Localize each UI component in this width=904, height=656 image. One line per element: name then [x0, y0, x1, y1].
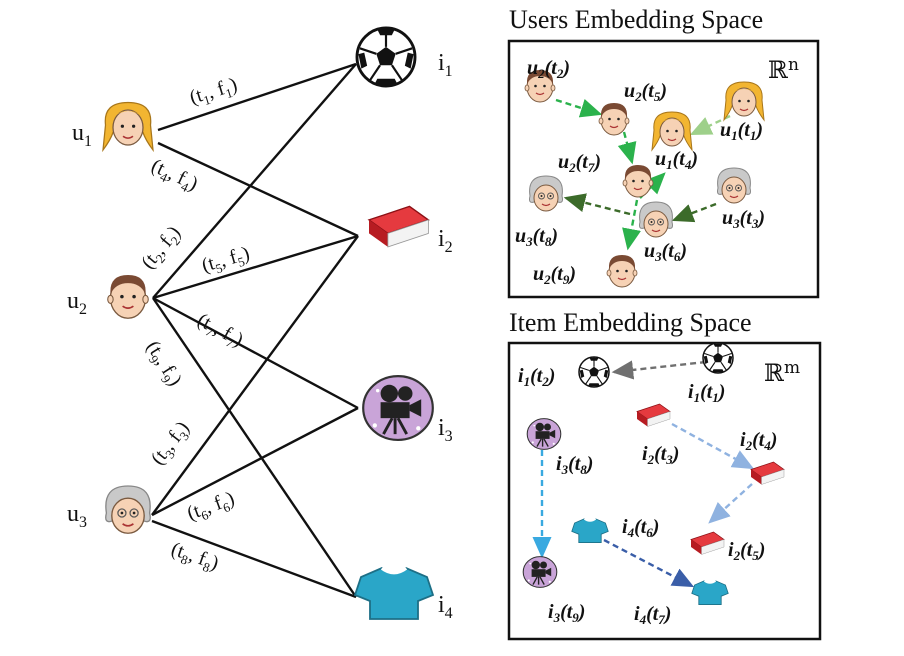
item-space-title: Item Embedding Space — [509, 308, 752, 337]
emb-i3-t9-film-icon — [522, 555, 558, 589]
label-i2-t5: i2(t5) — [728, 539, 765, 563]
edge-u3-i2 — [151, 235, 359, 516]
item-i1-soccer-ball-icon — [355, 26, 417, 88]
item-i3-label: i3 — [438, 415, 453, 445]
emb-i3-t8-film-icon — [526, 417, 562, 451]
users-space-labels: u2(t2) u2(t5) u1(t1) u2(t7) u1(t4) u3(t3… — [515, 57, 765, 287]
emb-i1-t2-ball-icon — [578, 356, 610, 388]
edge-u2-i1 — [152, 63, 357, 299]
label-i2-t4: i2(t4) — [740, 429, 777, 453]
label-u3-t6: u3(t6) — [644, 240, 687, 264]
users-space-dim: ℝn — [768, 55, 799, 84]
edge-label-t3-f3: (t3, f3) — [147, 417, 197, 471]
edge-label-t4-f4: (t4, f4) — [147, 155, 202, 198]
item-space-dim: ℝm — [764, 358, 800, 387]
user-u2-avatar — [106, 274, 150, 320]
item-space-labels: i1(t2) i1(t1) i2(t4) i3(t8) i2(t3) i4(t6… — [518, 365, 777, 627]
user-u3-label: u3 — [67, 501, 87, 531]
item-i4-label: i4 — [438, 592, 453, 622]
users-space-box — [507, 39, 820, 299]
user-u1-avatar — [102, 101, 154, 151]
user-u1-label: u1 — [72, 120, 92, 150]
edge-label-t5-f5: (t5, f5) — [199, 242, 253, 279]
label-u3-t3: u3(t3) — [722, 207, 765, 231]
user-u2-label: u2 — [67, 288, 87, 318]
label-u2-t2: u2(t2) — [527, 57, 570, 81]
label-i3-t9: i3(t9) — [548, 601, 585, 625]
item-i2-label: i2 — [438, 226, 453, 256]
edge-labels: (t1, f1) (t4, f4) (t2, f2) (t5, f5) (t7,… — [137, 74, 253, 578]
label-u1-t1: u1(t1) — [720, 119, 763, 143]
item-space-arrows — [532, 360, 755, 588]
edge-u1-i2 — [157, 141, 359, 238]
edge-u2-i3 — [152, 296, 359, 410]
item-i4-shirt-icon — [353, 566, 435, 621]
item-i1-label: i1 — [438, 50, 453, 80]
label-i1-t2: i1(t2) — [518, 365, 555, 389]
label-i3-t8: i3(t8) — [556, 453, 593, 477]
item-i2-book-icon — [368, 205, 430, 248]
edge-label-t7-f7: (t7, f7) — [192, 309, 247, 354]
label-i4-t6: i4(t6) — [622, 516, 659, 540]
edge-u2-i2 — [152, 234, 359, 300]
edge-label-t9-f9: (t9, f9) — [139, 337, 186, 391]
label-u3-t8: u3(t8) — [515, 225, 558, 249]
label-u2-t7: u2(t7) — [558, 151, 601, 175]
edge-u3-i3 — [151, 406, 359, 517]
label-i2-t3: i2(t3) — [642, 443, 679, 467]
label-i1-t1: i1(t1) — [688, 381, 725, 405]
bipartite-edges — [151, 62, 359, 599]
label-i4-t7: i4(t7) — [634, 603, 671, 627]
label-u2-t9: u2(t9) — [533, 263, 576, 287]
label-u2-t5: u2(t5) — [624, 80, 667, 104]
item-i3-film-camera-icon — [361, 374, 435, 442]
item-space-box — [507, 341, 822, 641]
label-u1-t4: u1(t4) — [655, 148, 698, 172]
emb-i1-t1-ball-icon — [702, 342, 734, 374]
edge-u2-i4 — [152, 297, 357, 598]
users-space-title: Users Embedding Space — [509, 5, 763, 34]
edge-u1-i1 — [157, 62, 357, 132]
user-u3-avatar — [104, 485, 152, 535]
edge-u3-i4 — [151, 519, 357, 599]
